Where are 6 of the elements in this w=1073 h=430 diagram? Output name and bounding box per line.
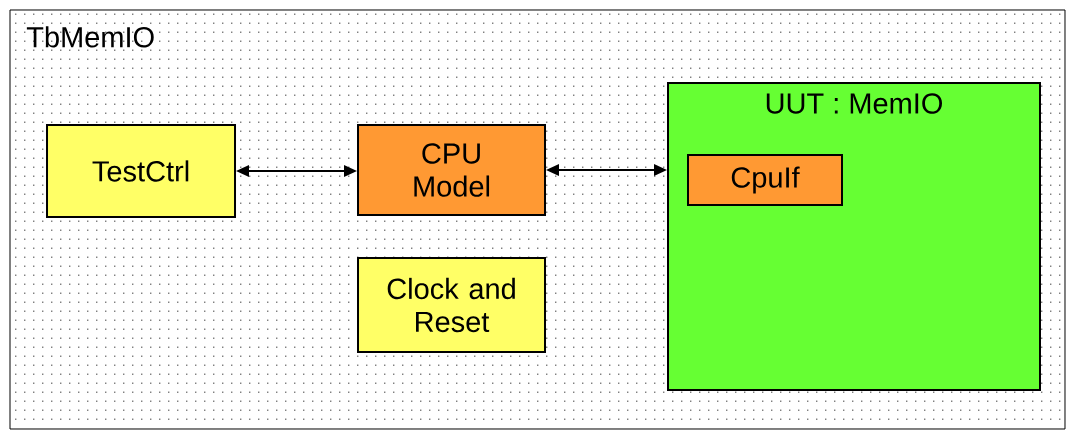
arrow [236, 165, 357, 177]
process-box: CPU Model [357, 124, 546, 216]
process-box: CpuIf [687, 154, 843, 206]
process-box: Clock and Reset [357, 257, 546, 353]
arrow [546, 164, 667, 176]
process-box: TestCtrl [46, 124, 236, 218]
